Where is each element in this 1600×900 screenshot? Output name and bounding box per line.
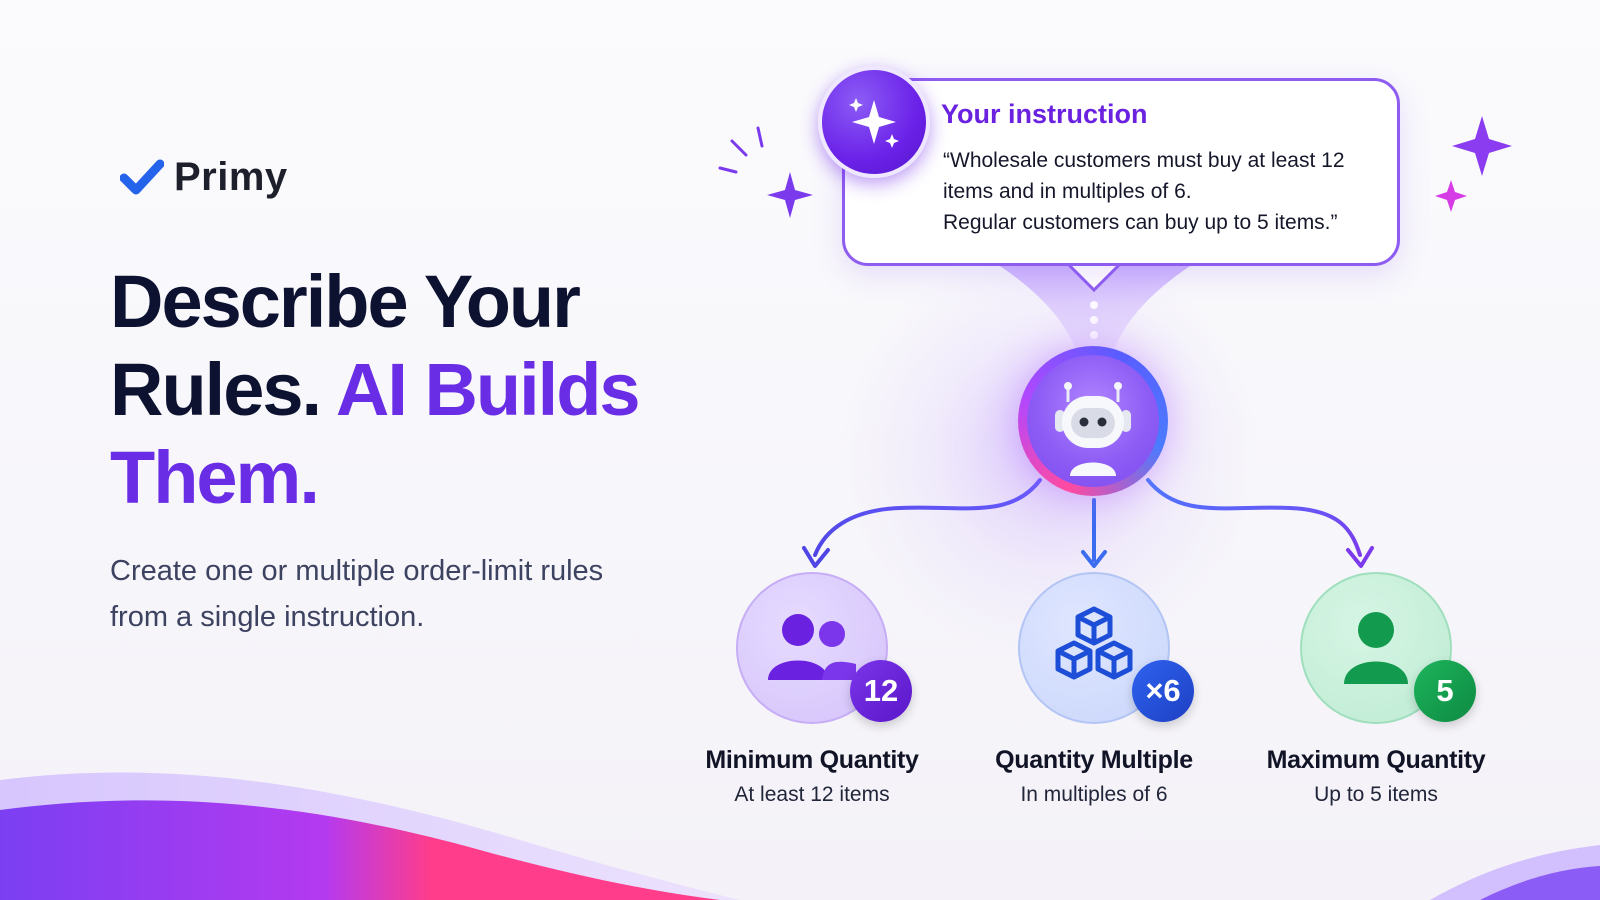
users-icon [768,614,856,680]
ai-robot [1018,346,1168,496]
arrow-right-head [1346,546,1374,568]
instruction-title: Your instruction [941,99,1148,129]
rule-title: Quantity Multiple [995,746,1193,774]
brand-name: Primy [174,155,288,199]
burst-lines [718,126,764,174]
rule-subtitle: In multiples of 6 [1020,783,1168,806]
rule-title: Maximum Quantity [1266,746,1486,774]
rule-title: Minimum Quantity [705,746,919,774]
sparkle-right-small [1435,180,1467,212]
check-icon [120,159,164,194]
headline-accent: AI Builds Them. [110,348,641,519]
arrow-left [813,478,1042,557]
hero-subtext: Create one or multiple order-limit rules… [110,555,604,633]
robot-icon [1055,382,1131,476]
arrow-right [1146,478,1362,557]
bottom-wave [0,772,1600,900]
sparkles-icon [849,98,899,148]
headline-part1: Describe Your Rules. [110,260,581,431]
rule-badge: ×6 [1132,660,1194,722]
rule-icon-circle: ×6 [1018,572,1194,724]
ai-sparkle-badge [818,66,930,178]
sparkle-right-large [1452,116,1512,176]
connector-dot [1090,316,1098,324]
rule-subtitle: Up to 5 items [1314,783,1438,806]
instruction-quote: “Wholesale customers must buy at least 1… [943,149,1345,234]
rule-minimum-quantity[interactable]: 12 Minimum Quantity At least 12 items [682,572,942,807]
arrow-center-head [1081,550,1107,568]
rule-subtitle: At least 12 items [734,783,890,806]
brand-logo[interactable]: Primy [120,155,288,200]
rule-badge: 5 [1414,660,1476,722]
instruction-callout: Your instruction “Wholesale customers mu… [842,78,1400,266]
hero-headline: Describe Your Rules. AI Builds Them. [110,258,710,522]
arrow-left-head [802,546,830,568]
rule-icon-circle: 12 [736,572,912,724]
connector-dot [1090,331,1098,339]
connector-dot [1090,301,1098,309]
instruction-funnel [1000,266,1190,360]
rule-maximum-quantity[interactable]: 5 Maximum Quantity Up to 5 items [1246,572,1506,807]
sparkle-left [767,172,813,218]
rule-icon-circle: 5 [1300,572,1476,724]
user-icon [1344,612,1408,684]
cubes-icon [1055,606,1133,680]
rule-quantity-multiple[interactable]: ×6 Quantity Multiple In multiples of 6 [964,572,1224,807]
rule-badge: 12 [850,660,912,722]
